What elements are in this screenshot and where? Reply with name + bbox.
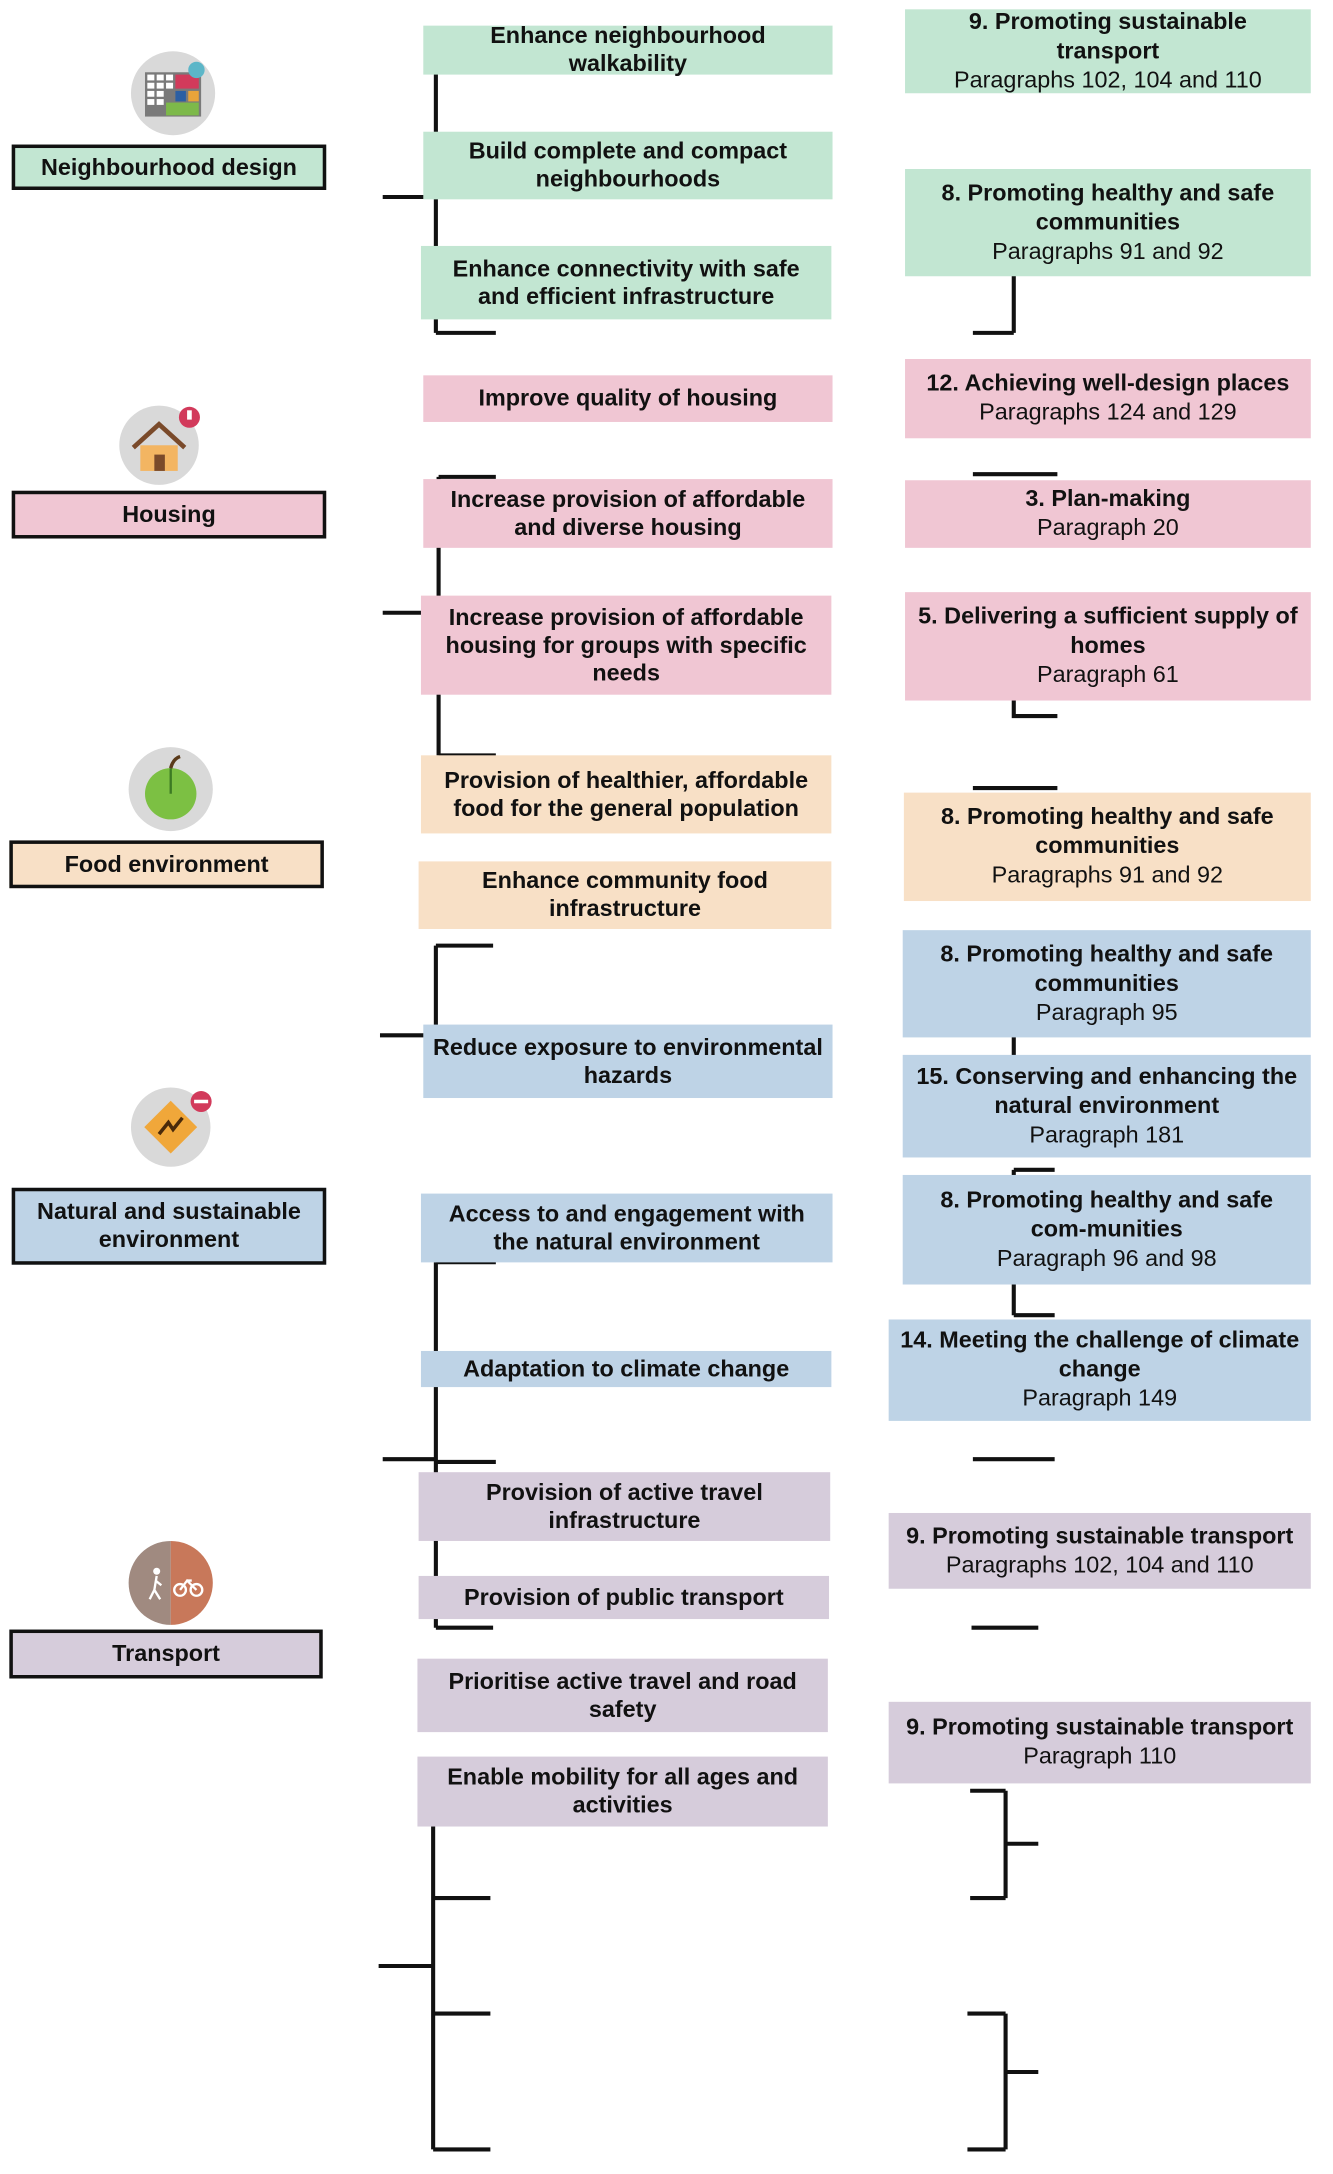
ref-healthy-safe-communities: 8. Promoting healthy and safe communitie… — [903, 792, 1311, 902]
ref-paragraphs: Paragraphs 124 and 129 — [979, 399, 1237, 426]
environment-hazard-icon — [130, 1087, 212, 1167]
action-complete-neighbourhoods: Build complete and compact neighbourhood… — [423, 131, 833, 200]
ref-well-design-places: 12. Achieving well-design places Paragra… — [905, 359, 1311, 439]
ref-paragraphs: Paragraph 20 — [1037, 515, 1179, 541]
category-label: Neighbourhood design — [40, 154, 297, 181]
ref-paragraphs: Paragraph 95 — [1035, 999, 1178, 1026]
ref-paragraphs: Paragraph 149 — [1022, 1385, 1178, 1412]
action-reduce-hazards: Reduce exposure to environmental hazards — [423, 1024, 833, 1099]
ref-paragraphs: Paragraphs 102, 104 and 110 — [954, 67, 1262, 93]
category-label: Natural and sustainable environment — [37, 1199, 301, 1254]
ref-title: 9. Promoting sustainable transport — [906, 1522, 1294, 1549]
action-label: Build complete and compact neighbourhood… — [468, 138, 788, 193]
ref-title: 15. Conserving and enhancing the natural… — [916, 1063, 1298, 1119]
action-label: Provision of public transport — [463, 1584, 784, 1611]
category-neighbourhood-design: Neighbourhood design — [11, 144, 327, 190]
category-transport: Transport — [9, 1629, 323, 1679]
ref-sustainable-transport: 9. Promoting sustainable transport Parag… — [888, 1512, 1311, 1589]
ref-paragraphs: Paragraph 96 and 98 — [996, 1245, 1217, 1272]
action-active-travel: Provision of active travel infrastructur… — [418, 1472, 831, 1541]
action-label: Increase provision of affordable and div… — [450, 486, 806, 541]
neighbourhood-map-icon — [130, 51, 216, 136]
ref-natural-environment: 15. Conserving and enhancing the natural… — [902, 1054, 1311, 1158]
ref-healthy-safe-communities: 8. Promoting healthy and safe communitie… — [905, 169, 1311, 277]
action-label: Enhance community food infrastructure — [482, 868, 768, 923]
ref-title: 3. Plan-making — [1025, 486, 1191, 512]
ref-paragraphs: Paragraphs 91 and 92 — [992, 238, 1224, 265]
category-natural-environment: Natural and sustainable environment — [11, 1187, 327, 1265]
action-public-transport: Provision of public transport — [418, 1575, 830, 1620]
action-label: Improve quality of housing — [478, 385, 778, 412]
ref-title: 9. Promoting sustainable transport — [906, 1714, 1294, 1741]
ref-title: 9. Promoting sustainable transport — [968, 8, 1247, 64]
ref-paragraphs: Paragraph 181 — [1029, 1121, 1185, 1148]
ref-paragraphs: Paragraph 61 — [1037, 662, 1179, 688]
category-label: Food environment — [64, 851, 269, 878]
ref-sustainable-transport: 9. Promoting sustainable transport Parag… — [905, 8, 1311, 94]
ref-healthy-safe-communities: 8. Promoting healthy and safe com-muniti… — [902, 1174, 1311, 1285]
ref-paragraphs: Paragraphs 91 and 92 — [991, 862, 1224, 889]
category-housing: Housing — [11, 490, 327, 539]
ref-title: 8. Promoting healthy and safe communitie… — [941, 180, 1275, 235]
action-community-food: Enhance community food infrastructure — [418, 861, 832, 930]
action-label: Enable mobility for all ages and activit… — [447, 1764, 799, 1819]
house-icon — [119, 405, 200, 485]
action-natural-access: Access to and engagement with the natura… — [420, 1193, 833, 1263]
ref-healthy-safe-communities: 8. Promoting healthy and safe communitie… — [902, 930, 1311, 1038]
action-label: Provision of healthier, affordable food … — [444, 767, 809, 822]
action-housing-quality: Improve quality of housing — [423, 375, 833, 422]
ref-title: 8. Promoting healthy and safe communitie… — [940, 804, 1274, 860]
ref-title: 8. Promoting healthy and safe com-muniti… — [940, 1187, 1274, 1242]
ref-title: 14. Meeting the challenge of climate cha… — [900, 1327, 1300, 1383]
ref-supply-of-homes: 5. Delivering a sufficient supply of hom… — [905, 592, 1311, 701]
action-healthier-food: Provision of healthier, affordable food … — [420, 755, 832, 834]
ref-plan-making: 3. Plan-making Paragraph 20 — [905, 480, 1311, 548]
category-food-environment: Food environment — [9, 840, 324, 889]
ref-title: 12. Achieving well-design places — [926, 370, 1290, 397]
ref-sustainable-transport: 9. Promoting sustainable transport Parag… — [888, 1701, 1311, 1784]
ref-climate-change: 14. Meeting the challenge of climate cha… — [888, 1319, 1311, 1421]
category-label: Transport — [112, 1641, 220, 1667]
action-road-safety: Prioritise active travel and road safety — [417, 1658, 828, 1733]
ref-paragraphs: Paragraph 110 — [1023, 1743, 1177, 1770]
action-label: Adaptation to climate change — [463, 1356, 790, 1382]
walk-cycle-icon — [128, 1540, 213, 1625]
action-connectivity: Enhance connectivity with safe and effic… — [420, 245, 832, 320]
ref-title: 5. Delivering a sufficient supply of hom… — [918, 603, 1298, 659]
action-walkability: Enhance neighbourhood walkability — [423, 23, 833, 77]
action-label: Reduce exposure to environmental hazards — [432, 1034, 823, 1089]
apple-icon — [128, 747, 213, 832]
action-label: Provision of active travel infrastructur… — [485, 1479, 763, 1534]
action-mobility: Enable mobility for all ages and activit… — [417, 1756, 828, 1827]
category-label: Housing — [122, 501, 216, 528]
action-label: Access to and engagement with the natura… — [448, 1201, 805, 1255]
ref-paragraphs: Paragraphs 102, 104 and 110 — [945, 1552, 1254, 1578]
action-affordable-diverse: Increase provision of affordable and div… — [423, 479, 833, 548]
action-label: Enhance neighbourhood walkability — [490, 23, 766, 77]
action-affordable-specific-needs: Increase provision of affordable housing… — [420, 595, 832, 695]
action-label: Enhance connectivity with safe and effic… — [452, 255, 800, 310]
action-label: Increase provision of affordable housing… — [445, 604, 807, 686]
action-climate-adaptation: Adaptation to climate change — [420, 1350, 832, 1388]
action-label: Prioritise active travel and road safety — [448, 1668, 797, 1723]
ref-title: 8. Promoting healthy and safe communitie… — [940, 941, 1274, 997]
